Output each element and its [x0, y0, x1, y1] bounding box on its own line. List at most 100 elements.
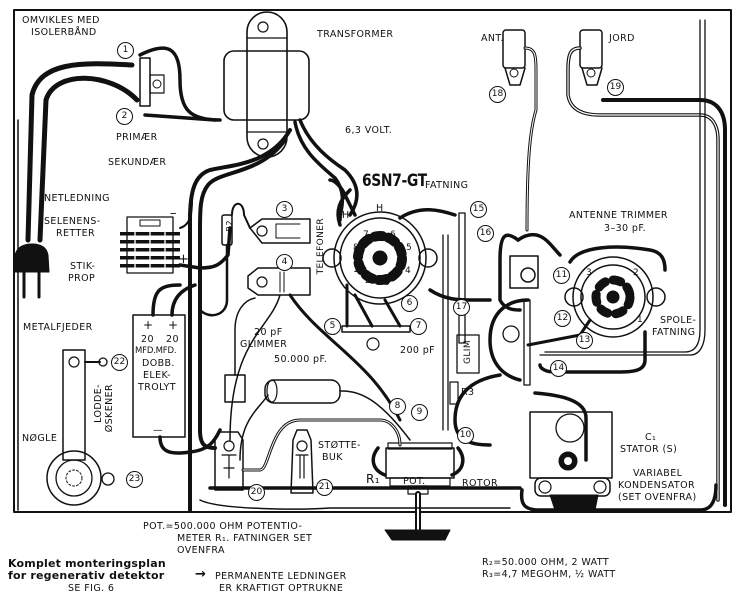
r3-note: R₃=4,7 MEGOHM, ½ WATT	[482, 569, 616, 580]
label-metalfjeder: METALFJEDER	[23, 322, 93, 333]
screw-icon	[366, 337, 380, 351]
cap-plus-2: +	[168, 318, 179, 332]
label-r1: R₁	[366, 472, 380, 486]
label-tube-type: 6SN7-GT	[362, 171, 427, 191]
point-4: 4	[276, 254, 293, 271]
label-stotte: STØTTE-	[318, 440, 361, 451]
cap-value-2: 20	[166, 334, 179, 345]
tube-pin-8: 8	[353, 243, 360, 253]
point-20: 20	[248, 484, 265, 501]
coil-pin-1: 1	[637, 315, 644, 325]
caption-title-2: for regenerativ detektor	[8, 569, 165, 582]
label-pot: POT.	[403, 476, 426, 487]
rectifier-minus: –	[170, 206, 177, 221]
mains-cord	[25, 61, 135, 243]
cap-trolyt: TROLYT	[138, 382, 176, 393]
phone-jack-4	[247, 267, 311, 296]
label-selenens: SELENENS-	[44, 216, 101, 227]
label-stik: STIK-	[70, 261, 96, 272]
label-telefoner: TELEFONER	[316, 218, 326, 275]
resistor-r3	[449, 381, 459, 405]
point-16: 16	[477, 225, 494, 242]
screw-icon	[502, 325, 520, 343]
label-glim: GLIM	[463, 340, 473, 365]
point-10: 10	[457, 427, 474, 444]
tube-pin-2: 2	[365, 276, 372, 286]
screw-icon	[152, 79, 162, 89]
screw-icon	[646, 287, 666, 307]
transformer-core	[223, 50, 310, 121]
tube-pin-4: 4	[405, 266, 412, 276]
primary-wire	[138, 46, 222, 122]
point-19: 19	[607, 79, 624, 96]
label-kondensator: KONDENSATOR	[618, 480, 695, 491]
ant-terminal	[502, 29, 526, 86]
label-50000pf: 50.000 pF.	[274, 354, 328, 365]
tube-socket-6sn7	[322, 211, 438, 305]
antenna-trimmer	[509, 255, 539, 289]
tube-pin-1: 1	[353, 265, 360, 275]
point-5: 5	[324, 318, 341, 335]
cap-elek: ELEK-	[143, 370, 171, 381]
label-stator: STATOR (S)	[620, 444, 678, 455]
tube-pin-7: 7	[363, 230, 370, 240]
label-retter: RETTER	[56, 228, 96, 239]
label-jord: JORD	[609, 33, 635, 44]
label-c1: C₁	[645, 432, 657, 443]
screw-icon	[564, 287, 584, 307]
legend-arrow-icon: →	[195, 567, 207, 582]
point-11: 11	[553, 267, 570, 284]
tube-pin-5: 5	[406, 243, 413, 253]
label-nogle: NØGLE	[22, 433, 58, 444]
label-set-ovenfra: (SET OVENFRA)	[618, 492, 697, 503]
phone-jack-3	[249, 218, 311, 244]
morse-key	[46, 349, 115, 506]
tag-strip-vertical-2	[523, 299, 531, 386]
rectifier-plus: +	[178, 252, 190, 267]
caption-title-1: Komplet monteringsplan	[8, 557, 166, 570]
label-r2: R2	[225, 220, 234, 232]
screw-icon	[418, 248, 438, 268]
chassis-outline	[13, 9, 732, 513]
label-trimmer-value: 3–30 pF.	[604, 223, 647, 234]
cap-dobb: DOBB.	[142, 358, 175, 369]
label-spole-fatning: FATNING	[652, 327, 696, 338]
mains-switch	[139, 57, 151, 107]
filament-twisted-pair-2	[293, 120, 345, 222]
point-22: 22	[111, 354, 128, 371]
secondary-wire-2	[198, 138, 287, 232]
pin-h-top: H	[376, 203, 384, 214]
socket-20	[214, 431, 244, 491]
label-netledning: NETLEDNING	[44, 193, 110, 204]
plug-body	[14, 243, 50, 273]
jord-terminal	[579, 29, 603, 86]
point-17: 17	[453, 299, 470, 316]
label-spole: SPOLE-	[660, 315, 697, 326]
point-12: 12	[554, 310, 571, 327]
label-sekundaer: SEKUNDÆR	[108, 157, 167, 168]
legend-line-1: PERMANENTE LEDNINGER	[215, 571, 347, 582]
label-lodde: LODDE-	[93, 384, 104, 423]
potentiometer-r1	[384, 442, 455, 541]
screw-icon	[257, 138, 269, 150]
mains-cord-2	[37, 75, 140, 243]
coil-socket	[564, 256, 666, 338]
screw-icon	[593, 480, 607, 494]
pot-note-2: METER R₁. FATNINGER SET	[177, 533, 313, 544]
point-1: 1	[117, 42, 134, 59]
point-13: 13	[576, 332, 593, 349]
point-23: 23	[126, 471, 143, 488]
transformer-bracket	[246, 11, 288, 158]
label-omvikles: OMVIKLES MED	[22, 15, 100, 26]
label-transformer: TRANSFORMER	[317, 29, 394, 40]
primary-wire-2	[143, 113, 217, 122]
label-variabel: VARIABEL	[633, 468, 683, 479]
point-6: 6	[401, 295, 418, 312]
cap-plus-1: +	[143, 318, 154, 332]
screw-icon	[322, 248, 342, 268]
screw-icon	[538, 480, 552, 494]
label-rotor: ROTOR	[462, 478, 498, 489]
label-200pf: 200 pF	[400, 345, 436, 356]
screw-icon	[257, 21, 269, 33]
